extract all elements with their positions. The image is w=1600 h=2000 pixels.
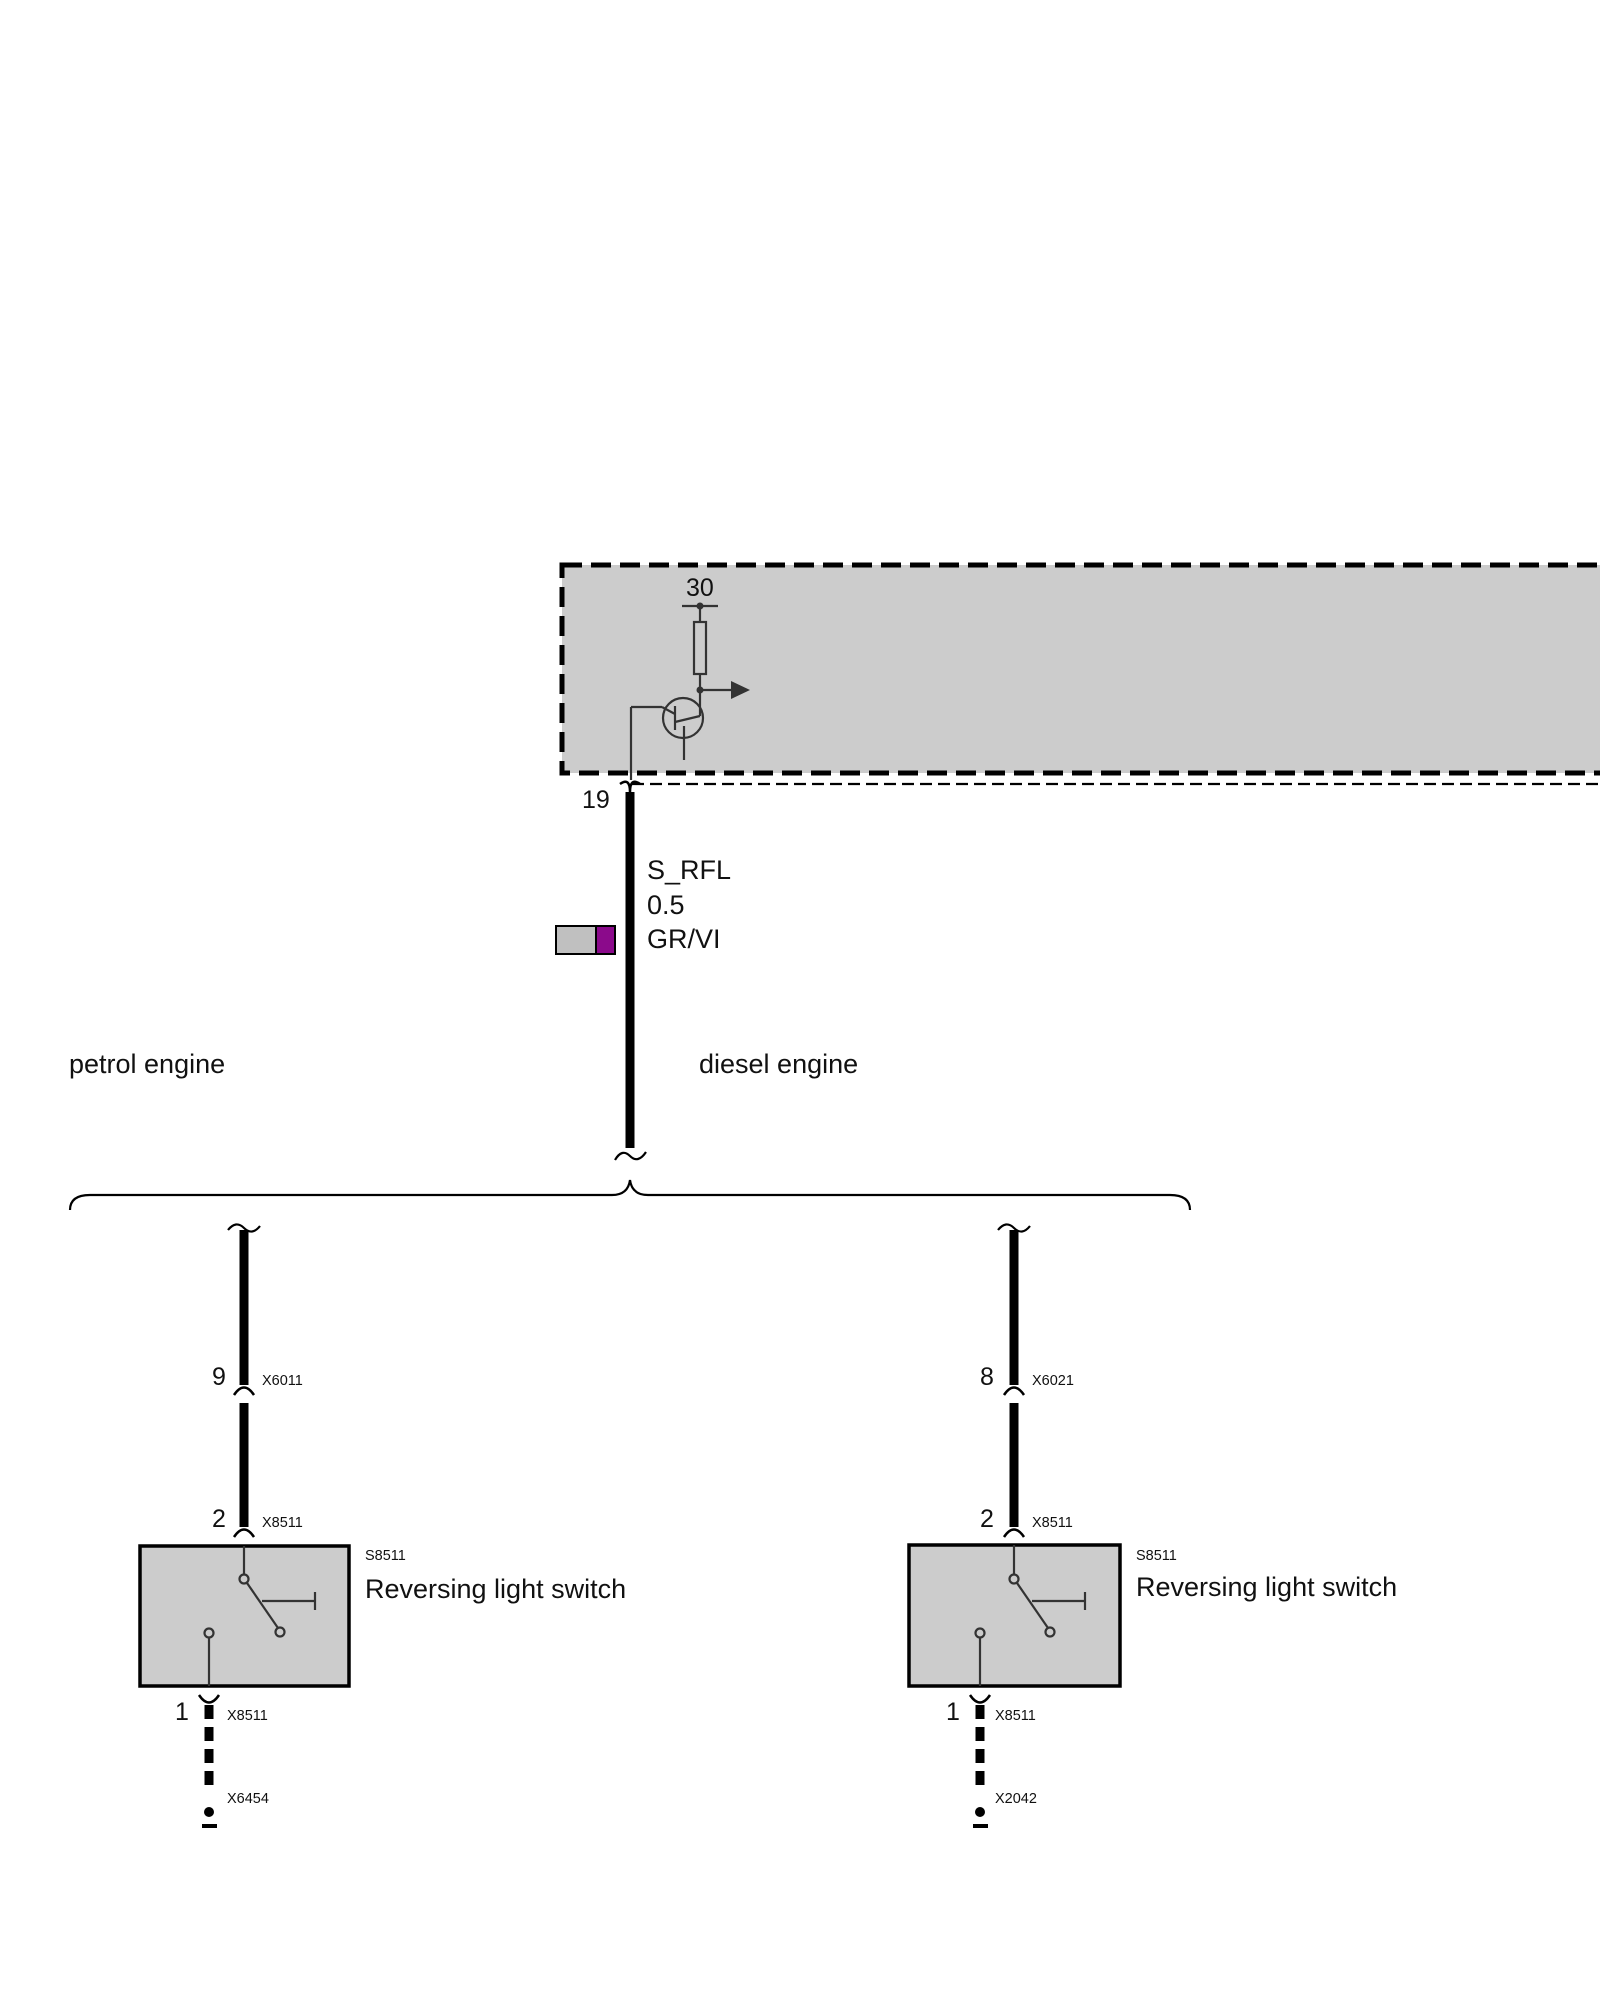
- ground-id-label: X6454: [227, 1791, 269, 1807]
- wire-color-stripe: [595, 925, 616, 955]
- switch-connector-top-label: X8511: [262, 1515, 303, 1531]
- connector-x8511-bottom-symbol: [197, 1694, 221, 1704]
- wire-break-symbol: [227, 1223, 261, 1233]
- connector-pin-label: 9: [212, 1363, 226, 1391]
- switch-contact-icon: [203, 1546, 317, 1686]
- connector-x6021-symbol: [1002, 1386, 1026, 1396]
- switch-name-label: Reversing light switch: [365, 1574, 626, 1604]
- junction-dot: [696, 686, 704, 694]
- switch-pin-top-label: 2: [980, 1505, 994, 1533]
- control-unit: 30: [559, 562, 1600, 786]
- connector-x8511-top-symbol: [232, 1528, 256, 1538]
- switch-pin-top-label: 2: [212, 1505, 226, 1533]
- ground-id-label: X2042: [995, 1791, 1037, 1807]
- switch-name-label: Reversing light switch: [1136, 1572, 1397, 1602]
- wire-color-swatch: [555, 925, 616, 955]
- connector-19-symbol: [619, 780, 641, 793]
- wire-color-code: GR/VI: [647, 924, 721, 954]
- connector-x8511-top-symbol: [1002, 1528, 1026, 1538]
- variant-bracket: [68, 1179, 1192, 1211]
- switch-id-label: S8511: [365, 1548, 406, 1564]
- wire-label: S_RFL 0.5 GR/VI: [647, 855, 731, 954]
- branch-diesel: 8 X6021 2 X8511 S8511 Reversing light sw…: [907, 1223, 1397, 1828]
- switch-connector-top-label: X8511: [1032, 1515, 1073, 1531]
- ground-point: [975, 1807, 985, 1817]
- wire-break-symbol: [997, 1223, 1031, 1233]
- output-stage-transistor: [629, 604, 732, 780]
- switch-contact-icon: [974, 1545, 1087, 1686]
- branch-petrol: 9 X6011 2 X8511 S8511 Reversing light sw…: [138, 1223, 626, 1828]
- main-connector: 19: [582, 780, 641, 814]
- control-unit-box: [559, 562, 1600, 776]
- connector-x8511-bottom-symbol: [968, 1694, 992, 1704]
- connector-id-label: X6021: [1032, 1373, 1074, 1389]
- pin-19-label: 19: [582, 786, 610, 814]
- ground-point: [204, 1807, 214, 1817]
- connector-x6011-symbol: [232, 1386, 256, 1396]
- switch-id-label: S8511: [1136, 1548, 1177, 1564]
- output-arrow-icon: [731, 681, 750, 699]
- wire-color-primary: [555, 925, 597, 955]
- pull-up-resistor: [692, 620, 708, 676]
- variant-label-diesel: diesel engine: [699, 1049, 858, 1079]
- switch-pin-bottom-label: 1: [946, 1698, 960, 1726]
- connector-pin-label: 8: [980, 1363, 994, 1391]
- wire-signal-name: S_RFL: [647, 855, 731, 885]
- wire-cross-section: 0.5: [647, 890, 685, 920]
- connector-id-label: X6011: [262, 1373, 303, 1389]
- terminal-30-label: 30: [686, 574, 714, 602]
- switch-pin-bottom-label: 1: [175, 1698, 189, 1726]
- variant-label-petrol: petrol engine: [69, 1049, 225, 1079]
- wire-break-symbol: [614, 1151, 647, 1161]
- junction-dot: [696, 602, 704, 610]
- switch-connector-bottom-label: X8511: [995, 1708, 1036, 1724]
- switch-connector-bottom-label: X8511: [227, 1708, 268, 1724]
